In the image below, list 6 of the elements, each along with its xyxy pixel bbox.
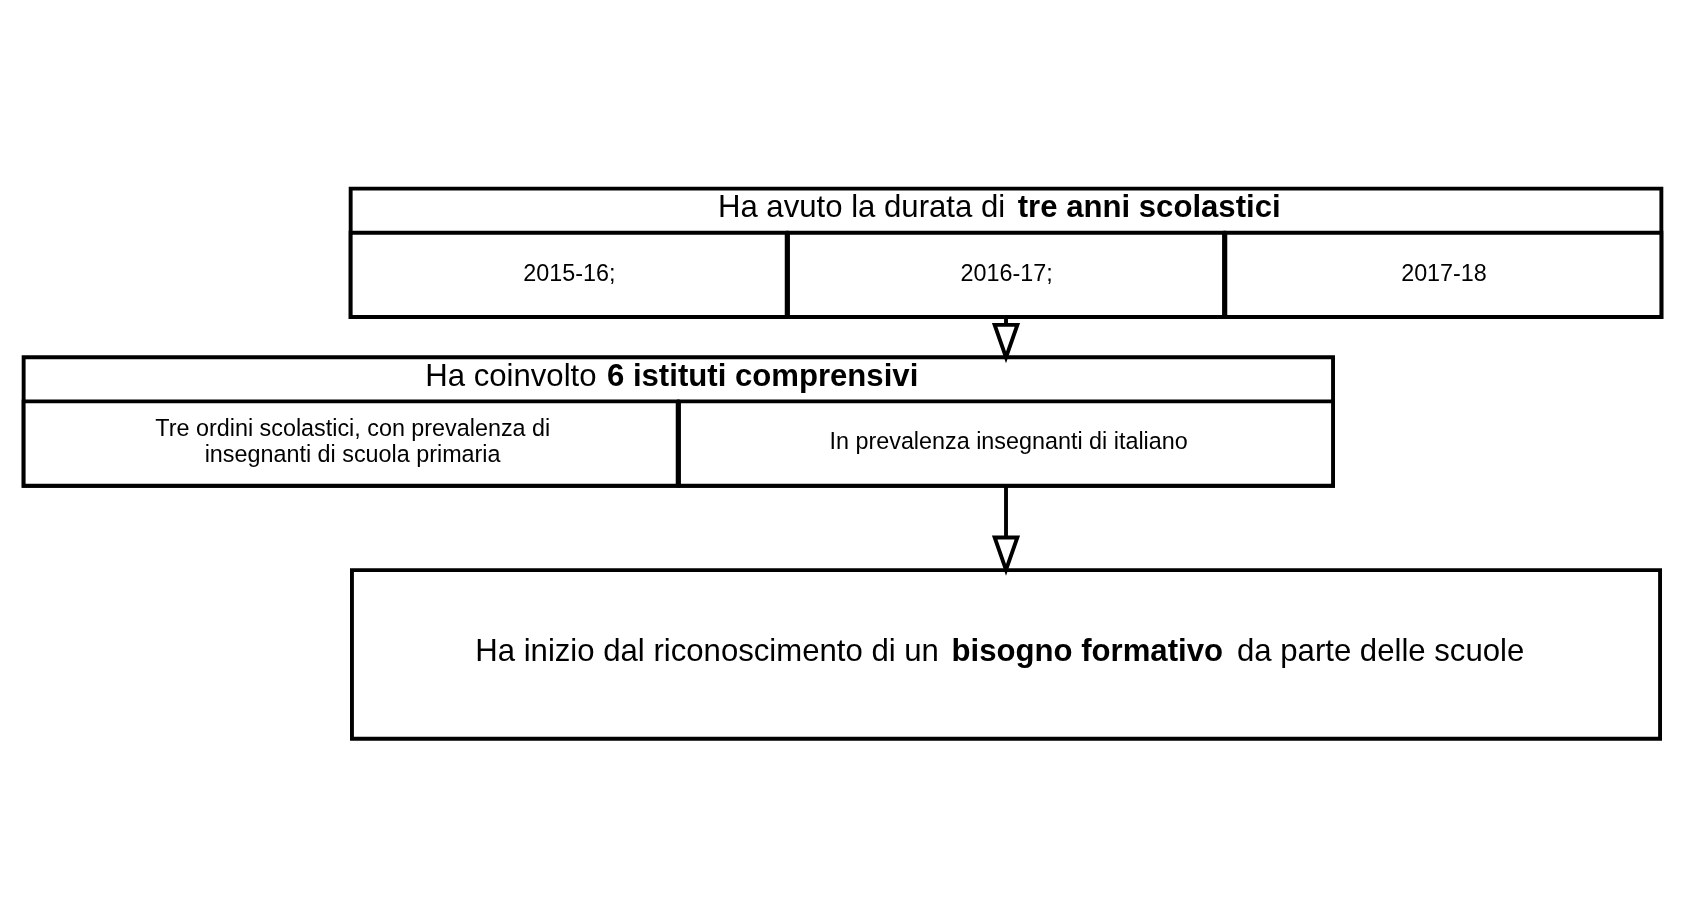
arrow — [991, 485, 1021, 576]
node-box: 2015-16; — [348, 230, 789, 319]
node-box: 2017-18 — [1223, 230, 1664, 319]
node-box: Tre ordini scolastici, con prevalenza di insegnanti di scuola primaria — [21, 398, 680, 488]
node-box: In prevalenza insegnanti di italiano — [677, 398, 1335, 488]
node-box: Ha inizio dal riconoscimento di un bisogno formativo da parte delle scuole — [350, 567, 1662, 741]
